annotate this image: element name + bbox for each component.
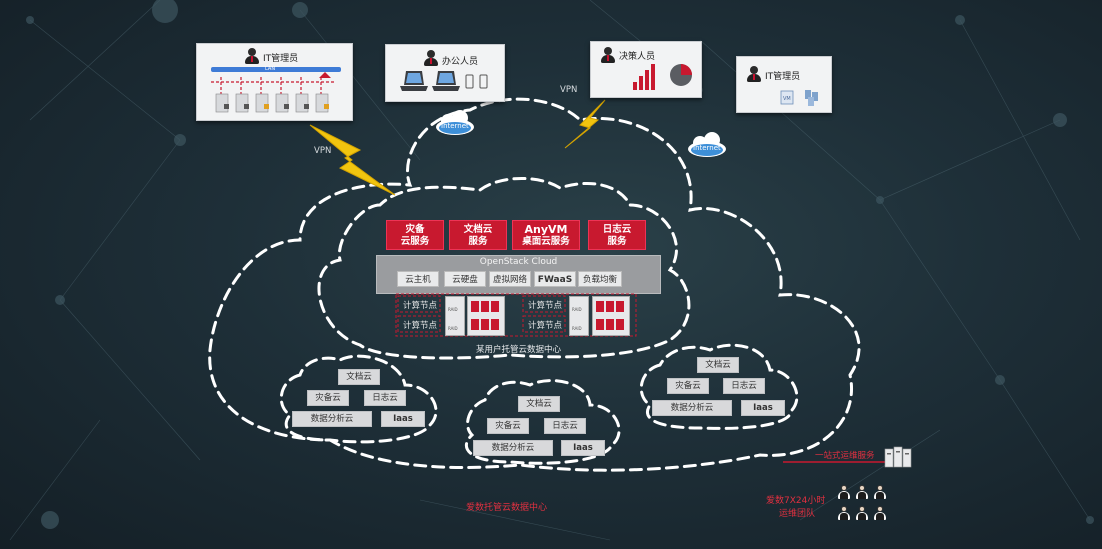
lan-label: LAN — [265, 66, 276, 72]
decision-avatar-icon — [601, 47, 615, 63]
hosted-center-label: 爱数托管云数据中心 — [466, 503, 548, 513]
panel-office-users: 办公人员 — [385, 44, 505, 102]
team-label-line2: 运维团队 — [779, 509, 816, 519]
left-doc-cloud: 文档云 — [338, 369, 380, 385]
office-avatar-icon — [424, 50, 438, 66]
os-item-disk: 云硬盘 — [444, 271, 486, 287]
internet-cloud-right-icon — [688, 132, 726, 157]
mid-dr-cloud: 灾备云 — [487, 418, 529, 434]
team-label-line1: 爱数7X24小时 — [766, 496, 826, 506]
service-dr-cloud: 灾备云服务 — [386, 220, 444, 250]
compute-node-2: 计算节点 — [403, 321, 438, 331]
vpn-lightning-left — [309, 124, 396, 196]
sub-cloud-left — [279, 354, 438, 444]
mid-log-cloud: 日志云 — [544, 418, 586, 434]
datacenter-label: 某用户托管云数据中心 — [476, 345, 562, 355]
os-item-network: 虚拟网络 — [489, 271, 531, 287]
right-analytics-cloud: 数据分析云 — [652, 400, 732, 416]
devices-icon — [400, 71, 488, 91]
svg-text:VM: VM — [783, 96, 791, 102]
left-analytics-cloud: 数据分析云 — [292, 411, 372, 427]
sub-cloud-right — [639, 343, 799, 430]
left-dr-cloud: 灾备云 — [307, 390, 349, 406]
vpn-right-label: VPN — [560, 85, 578, 95]
mid-analytics-cloud: 数据分析云 — [473, 440, 553, 456]
raid-unit-1: RAID RAID — [445, 296, 465, 336]
left-iaas: Iaas — [381, 411, 425, 427]
mid-iaas: Iaas — [561, 440, 605, 456]
service-doc-cloud: 文档云服务 — [449, 220, 507, 250]
ops-service-label: 一站式运维服务 — [815, 451, 875, 461]
sub-cloud-middle — [465, 379, 621, 465]
service-log-cloud: 日志云服务 — [588, 220, 646, 250]
compute-node-4: 计算节点 — [528, 321, 563, 331]
office-title: 办公人员 — [442, 57, 479, 67]
decision-title: 决策人员 — [619, 52, 656, 62]
it-admin-avatar-icon — [245, 48, 259, 64]
raid-unit-2: RAID RAID — [569, 296, 589, 336]
internet-left-label: Internet — [441, 122, 469, 130]
mid-doc-cloud: 文档云 — [518, 396, 560, 412]
it-admin-right-title: IT管理员 — [765, 72, 801, 82]
compute-node-1: 计算节点 — [403, 301, 438, 311]
vpn-lightning-right — [564, 99, 606, 149]
outer-cloud-outline — [208, 97, 861, 472]
storage-rack-1 — [467, 296, 505, 336]
internet-cloud-left-icon — [436, 110, 474, 135]
storage-rack-2 — [592, 296, 630, 336]
vpn-left-label: VPN — [314, 146, 332, 156]
os-item-vm: 云主机 — [397, 271, 439, 287]
lan-bar — [211, 67, 341, 72]
it-admin-right-avatar-icon — [747, 66, 761, 82]
openstack-title: OpenStack Cloud — [479, 257, 558, 267]
internet-right-label: Internet — [693, 144, 721, 152]
os-item-fwaas: FWaaS — [534, 271, 576, 287]
os-item-lb: 负载均衡 — [578, 271, 622, 287]
right-dr-cloud: 灾备云 — [667, 378, 709, 394]
right-doc-cloud: 文档云 — [697, 357, 739, 373]
ops-server-icon — [884, 446, 912, 468]
datacenter-cloud-outline — [317, 177, 691, 360]
it-admin-left-title: IT管理员 — [263, 54, 299, 64]
panel-it-admin-lan: IT管理员 LAN — [196, 43, 353, 121]
lan-servers-icon — [211, 72, 336, 113]
vm-icon: VM — [780, 90, 818, 106]
compute-node-3: 计算节点 — [528, 301, 563, 311]
panel-decision-makers: 决策人员 — [590, 41, 702, 98]
left-log-cloud: 日志云 — [364, 390, 406, 406]
panel-it-admin-vm: IT管理员 VM — [736, 56, 832, 113]
right-iaas: Iaas — [741, 400, 785, 416]
report-chart-icon — [633, 64, 692, 90]
right-log-cloud: 日志云 — [723, 378, 765, 394]
